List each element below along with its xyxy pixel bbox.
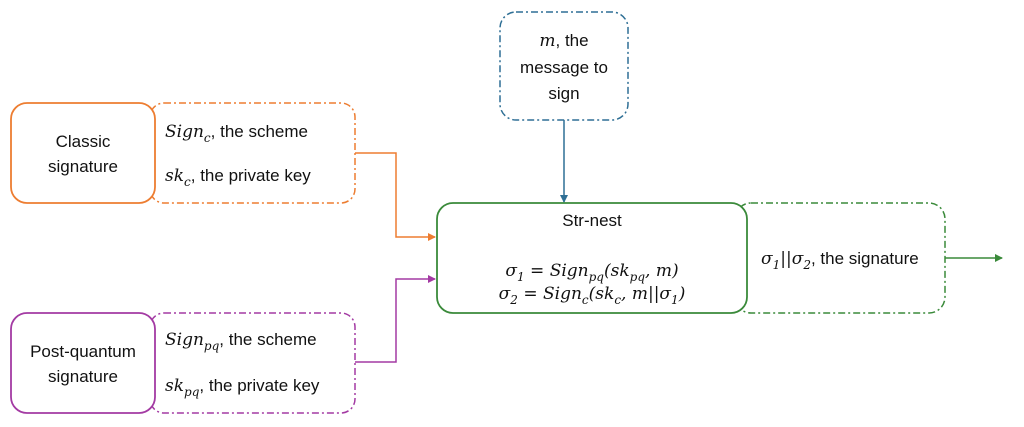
message-line2: message to <box>520 58 608 77</box>
strnest-title: Str-nest <box>562 211 622 230</box>
pq-arrow <box>355 275 436 363</box>
classic-scheme-text: Signc, the scheme <box>165 122 308 145</box>
strnest-equation-2: σ2 = Signc(skc, m||σ1) <box>499 284 686 307</box>
message-box <box>499 11 629 121</box>
classic-signature-box <box>10 102 156 204</box>
output-signature-text: σ1||σ2, the signature <box>761 249 919 272</box>
pq-signature-line1: Post-quantum <box>30 342 136 361</box>
pq-key-text: skpq, the private key <box>165 376 320 399</box>
pq-params-box <box>149 312 356 414</box>
classic-params-box <box>149 102 356 204</box>
classic-arrow <box>355 152 436 241</box>
pq-signature-box <box>10 312 156 414</box>
classic-signature-line2: signature <box>48 157 118 176</box>
pq-signature-line2: signature <box>48 367 118 386</box>
pq-scheme-text: Signpq, the scheme <box>165 330 317 353</box>
classic-key-text: skc, the private key <box>165 166 311 189</box>
message-line3: sign <box>548 84 579 103</box>
message-line1: m, the <box>539 31 588 51</box>
classic-signature-line1: Classic <box>56 132 111 151</box>
strnest-box <box>436 202 748 314</box>
strnest-equation-1: σ1 = Signpq(skpq, m) <box>505 261 678 284</box>
